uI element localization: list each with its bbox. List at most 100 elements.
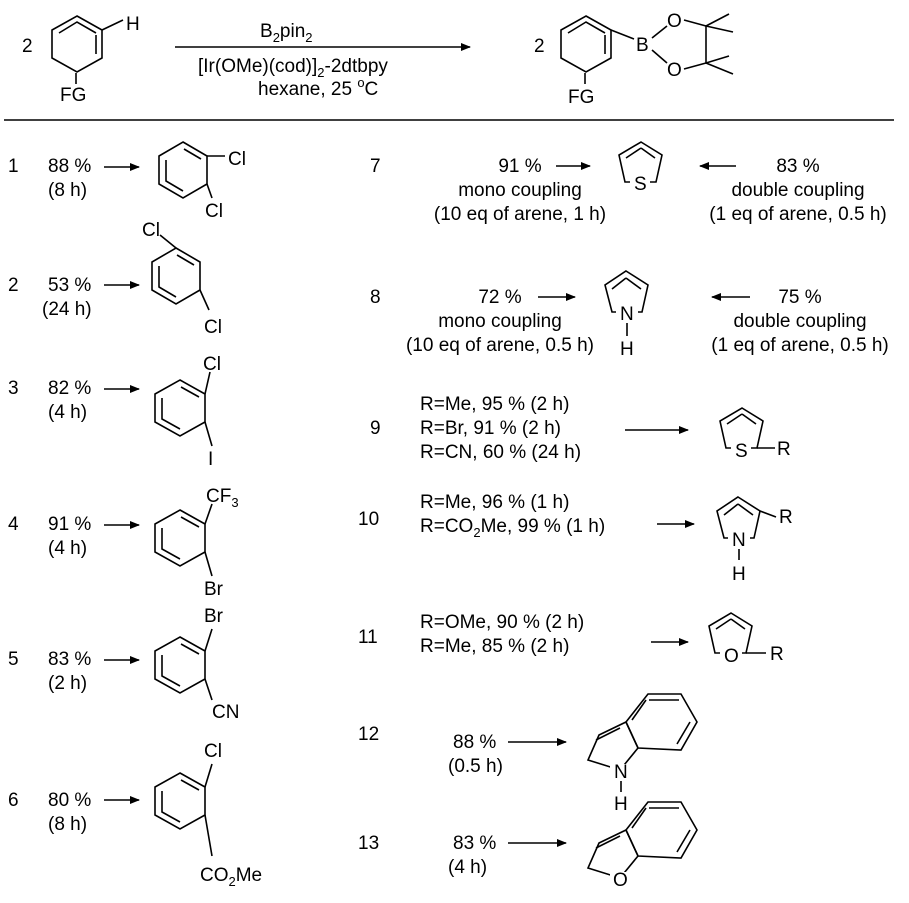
entry-10: 10 R=Me, 96 % (1 h) R=CO2Me, 99 % (1 h) … xyxy=(358,492,793,585)
dichlorobenzene-ring xyxy=(151,234,210,311)
yield-label: 80 % xyxy=(48,790,91,811)
yield-label: 88 % xyxy=(48,156,91,177)
substituted-furan-ring xyxy=(708,612,766,662)
mono-label: mono coupling xyxy=(458,180,582,201)
indole-ring xyxy=(586,693,698,792)
heteroatom-label: N xyxy=(732,530,746,551)
entry-number: 4 xyxy=(8,514,19,535)
time-label: (4 h) xyxy=(448,857,487,878)
catalyst-label: [Ir(OMe)(cod)]2-2dtbpy xyxy=(198,56,388,80)
yield-label: 53 % xyxy=(48,275,91,296)
pyrrole-ring xyxy=(604,270,649,336)
entry-number: 13 xyxy=(358,833,379,854)
h-atom-label: H xyxy=(126,14,140,35)
heteroatom-label: S xyxy=(634,174,647,195)
yield-label: 88 % xyxy=(453,732,496,753)
r-group-label: R xyxy=(779,507,793,528)
entry-12: 12 88 % (0.5 h) N H xyxy=(358,693,698,815)
reagent-b2pin2: B2pin2 xyxy=(260,21,313,45)
time-label: (24 h) xyxy=(42,299,92,320)
substituent-label: Cl xyxy=(228,149,246,170)
double-label: double coupling xyxy=(733,311,866,332)
substituent-label: Cl xyxy=(205,201,223,222)
substituent-label: CO2Me xyxy=(200,865,262,889)
chloroiodobenzene-ring xyxy=(154,371,213,447)
entry-9: 9 R=Me, 95 % (2 h) R=Br, 91 % (2 h) R=CN… xyxy=(370,394,791,463)
entry-number: 2 xyxy=(8,275,19,296)
heteroatom-label: N xyxy=(614,762,628,783)
oxygen-atom-top: O xyxy=(667,11,682,32)
double-label: double coupling xyxy=(731,180,864,201)
mono-conditions: (10 eq of arene, 1 h) xyxy=(434,204,606,225)
conditions-label: hexane, 25 oC xyxy=(258,75,378,100)
entry-11: 11 R=OMe, 90 % (2 h) R=Me, 85 % (2 h) O … xyxy=(358,612,784,667)
time-label: (8 h) xyxy=(48,814,87,835)
entry-number: 3 xyxy=(8,378,19,399)
right-coefficient: 2 xyxy=(534,36,545,57)
r-group-label: R xyxy=(770,644,784,665)
entry-2: 2 53 % (24 h) Cl Cl xyxy=(8,220,222,338)
condition-line: R=Me, 85 % (2 h) xyxy=(420,636,569,657)
substituent-label: I xyxy=(208,449,213,470)
r-group-label: R xyxy=(777,439,791,460)
fg-label-right: FG xyxy=(568,87,594,108)
condition-line: R=OMe, 90 % (2 h) xyxy=(420,612,584,633)
mono-label: mono coupling xyxy=(438,311,562,332)
entry-number: 1 xyxy=(8,156,19,177)
substituent-label: CF3 xyxy=(206,486,239,510)
time-label: (8 h) xyxy=(48,180,87,201)
entry-13: 13 83 % (4 h) O xyxy=(358,801,698,891)
entry-number: 9 xyxy=(370,418,381,439)
heteroatom-label: N xyxy=(620,304,634,325)
substituent-label: Cl xyxy=(204,741,222,762)
entry-number: 8 xyxy=(370,287,381,308)
substituted-thiophene-ring xyxy=(719,407,775,457)
mono-yield: 72 % xyxy=(478,287,521,308)
thiophene-ring xyxy=(618,141,663,191)
double-conditions: (1 eq of arene, 0.5 h) xyxy=(709,204,886,225)
condition-line: R=Br, 91 % (2 h) xyxy=(420,418,561,439)
benzofuran-ring xyxy=(586,801,698,888)
substituent-label: CN xyxy=(212,702,239,723)
yield-label: 83 % xyxy=(453,833,496,854)
bromobenzonitrile-ring xyxy=(154,628,213,701)
entry-number: 5 xyxy=(8,649,19,670)
arene-substrate-ring xyxy=(51,15,124,84)
oxygen-atom-bottom: O xyxy=(667,60,682,81)
heteroatom-label: S xyxy=(735,441,748,462)
substituent-label: Cl xyxy=(203,354,221,375)
bromotrifluoromethylbenzene-ring xyxy=(154,503,213,577)
scheme-header: 2 H FG B2pin2 [Ir(OMe)(cod)]2-2dtbpy hex… xyxy=(22,11,734,108)
entry-number: 11 xyxy=(358,627,378,648)
aryl-boronate-product xyxy=(560,13,734,84)
double-yield: 75 % xyxy=(778,287,821,308)
double-conditions: (1 eq of arene, 0.5 h) xyxy=(711,335,888,356)
heteroatom-label: O xyxy=(724,646,739,667)
entry-7: 7 91 % mono coupling (10 eq of arene, 1 … xyxy=(370,141,887,225)
substituted-pyrrole-ring xyxy=(716,496,777,560)
condition-line: R=CO2Me, 99 % (1 h) xyxy=(420,516,605,540)
time-label: (4 h) xyxy=(48,538,87,559)
entry-1: 1 88 % (8 h) Cl Cl xyxy=(8,141,246,222)
condition-line: R=CN, 60 % (24 h) xyxy=(420,442,581,463)
entry-4: 4 91 % (4 h) CF3 Br xyxy=(8,486,239,600)
entry-8: 8 72 % mono coupling (10 eq of arene, 0.… xyxy=(370,270,889,360)
substituent-label: Br xyxy=(204,579,224,600)
fg-label-left: FG xyxy=(60,85,86,106)
mono-conditions: (10 eq of arene, 0.5 h) xyxy=(406,335,594,356)
left-coefficient: 2 xyxy=(22,36,33,57)
substituent-label: Cl xyxy=(204,317,222,338)
time-label: (4 h) xyxy=(48,402,87,423)
hydrogen-label: H xyxy=(620,339,634,360)
hydrogen-label: H xyxy=(614,794,628,815)
time-label: (2 h) xyxy=(48,673,87,694)
mono-yield: 91 % xyxy=(498,156,541,177)
entry-number: 7 xyxy=(370,156,381,177)
yield-label: 82 % xyxy=(48,378,91,399)
entry-number: 10 xyxy=(358,509,379,530)
condition-line: R=Me, 96 % (1 h) xyxy=(420,492,569,513)
entry-number: 12 xyxy=(358,724,379,745)
dichlorobenzene-ring xyxy=(158,141,225,199)
double-yield: 83 % xyxy=(776,156,819,177)
